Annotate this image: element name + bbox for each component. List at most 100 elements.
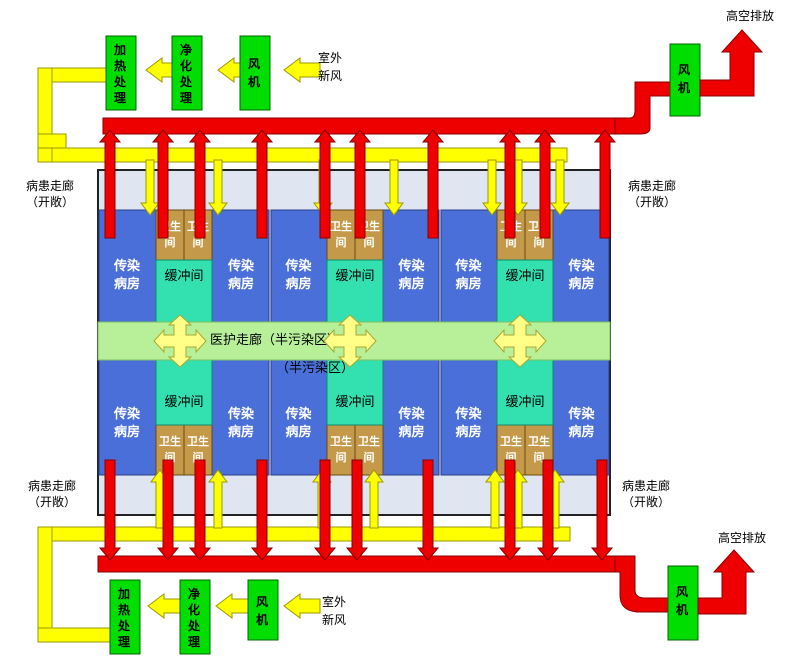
washroom-label: 卫生间 [500,434,522,464]
washroom-label: 卫生间 [159,434,181,464]
exhaust-inlet-arrow [498,129,522,239]
exhaust-inlet-arrow [536,459,560,561]
top-fan-label: 风机 [248,57,260,89]
ward-label: 传染病房 [284,406,312,440]
infectious-ward [270,209,328,323]
exhaust-inlet-arrow [348,129,372,239]
buffer-room [155,259,213,323]
medical-corridor-label: 医护走廊（半污染区） [210,332,340,348]
buffer-room [326,259,384,323]
supply-outlet-arrow [208,159,228,216]
bottom-heater-label: 加热处理 [117,586,131,649]
ward-label: 传染病房 [227,258,255,292]
washroom-label: 卫生间 [358,434,380,464]
bottom-fan-label: 风机 [256,595,268,627]
patient-corridor-tr: 病患走廊（开敞） [628,178,676,209]
infectious-ward [98,359,157,476]
top-outdoor-air-label: 室外新风 [318,50,342,83]
airflow-cross-arrow [493,314,547,368]
bottom-exhaust-inlets [98,459,614,561]
bottom-supply-duct [37,526,571,643]
top-exhaust-fan: 风机 高空排放 [669,8,774,117]
buffer-room-label: 缓冲间 [505,269,544,284]
ward-label: 传染病房 [284,258,312,292]
ward-label: 传染病房 [227,406,255,440]
ward-label: 传染病房 [567,258,595,292]
washroom-label: 卫生间 [528,434,550,464]
exhaust-inlet-arrow [345,459,369,561]
supply-outlet-arrow [485,469,505,529]
supply-outlet-arrow [364,469,384,529]
exhaust-inlet-arrow [188,459,212,561]
buffer-room-label: 缓冲间 [335,395,374,410]
bottom-supply-units: 加热处理 净化处理 风机 室外新风 [109,579,346,655]
ward-label: 传染病房 [113,258,141,292]
bottom-outdoor-air-label: 室外新风 [322,594,346,627]
buffer-room [496,259,554,323]
exhaust-inlet-arrow [498,459,522,561]
ward-label: 传染病房 [454,406,482,440]
infectious-ward [270,359,328,476]
infectious-ward [440,209,498,323]
exhaust-inlet-arrow [250,129,274,239]
top-supply-units: 加热处理 净化处理 风机 室外新风 [105,35,342,111]
exhaust-inlet-arrow [533,129,557,239]
ward-rooms: 传染病房传染病房卫生间卫生间缓冲间传染病房传染病房卫生间卫生间缓冲间传染病房传染… [98,209,610,476]
washroom [326,424,356,476]
infectious-ward [211,359,270,476]
exhaust-inlet-arrow [98,459,122,561]
exhaust-inlet-arrow [313,459,337,561]
buffer-room [155,359,213,426]
washroom-label: 卫生间 [187,434,209,464]
ward-label: 传染病房 [113,406,141,440]
buffer-room [326,359,384,426]
buffer-room-label: 缓冲间 [164,269,203,284]
buffer-room-label: 缓冲间 [505,395,544,410]
exhaust-inlet-arrow [98,129,122,239]
buffer-room [496,359,554,426]
washroom-label: 卫生间 [330,434,352,464]
exhaust-inlet-arrow [156,459,180,561]
buffer-room-label: 缓冲间 [164,395,203,410]
supply-outlet-arrow [384,159,404,216]
bottom-high-altitude-exhaust-label: 高空排放 [718,530,766,545]
patient-corridor-bl: 病患走廊（开敞） [28,478,76,509]
washroom [326,209,356,261]
exhaust-inlet-arrow [590,459,614,561]
washroom-label: 卫生间 [330,219,352,249]
patient-corridor-tl: 病患走廊（开敞） [26,178,74,209]
exhaust-inlet-arrow [188,129,212,239]
ward-label: 传染病房 [454,258,482,292]
bottom-purifier-label: 净化处理 [187,586,201,649]
airflow-cross-arrow [153,314,207,368]
exhaust-inlet-arrow [416,459,440,561]
patient-corridor-labels: 病患走廊（开敞） 病患走廊（开敞） 病患走廊（开敞） 病患走廊（开敞） [26,178,676,509]
patient-corridor-br: 病患走廊（开敞） [622,478,670,509]
top-high-altitude-exhaust-label: 高空排放 [726,8,774,23]
bottom-exhaust-fan: 风机 高空排放 [667,530,766,641]
infectious-ward [552,359,610,476]
ward-label: 传染病房 [397,258,425,292]
bottom-exhaust-duct [97,555,669,613]
supply-outlet-arrow [208,469,228,529]
supply-outlet-arrow [482,159,502,216]
supply-outlet-arrow [140,159,160,216]
ward-label: 传染病房 [567,406,595,440]
exhaust-inlet-arrow [250,459,274,561]
top-purifier-label: 净化处理 [179,42,193,105]
exhaust-inlet-arrow [313,129,337,239]
cross-arrows [153,314,547,368]
svg-text:风机: 风机 [676,585,688,617]
supply-outlet-arrow [550,159,570,216]
svg-text:风机: 风机 [678,63,690,95]
medical-corridor-ghost-label: （半污染区） [276,361,354,376]
exhaust-inlet-arrow [151,129,175,239]
airflow-cross-arrow [323,314,377,368]
top-heater-label: 加热处理 [113,42,127,105]
